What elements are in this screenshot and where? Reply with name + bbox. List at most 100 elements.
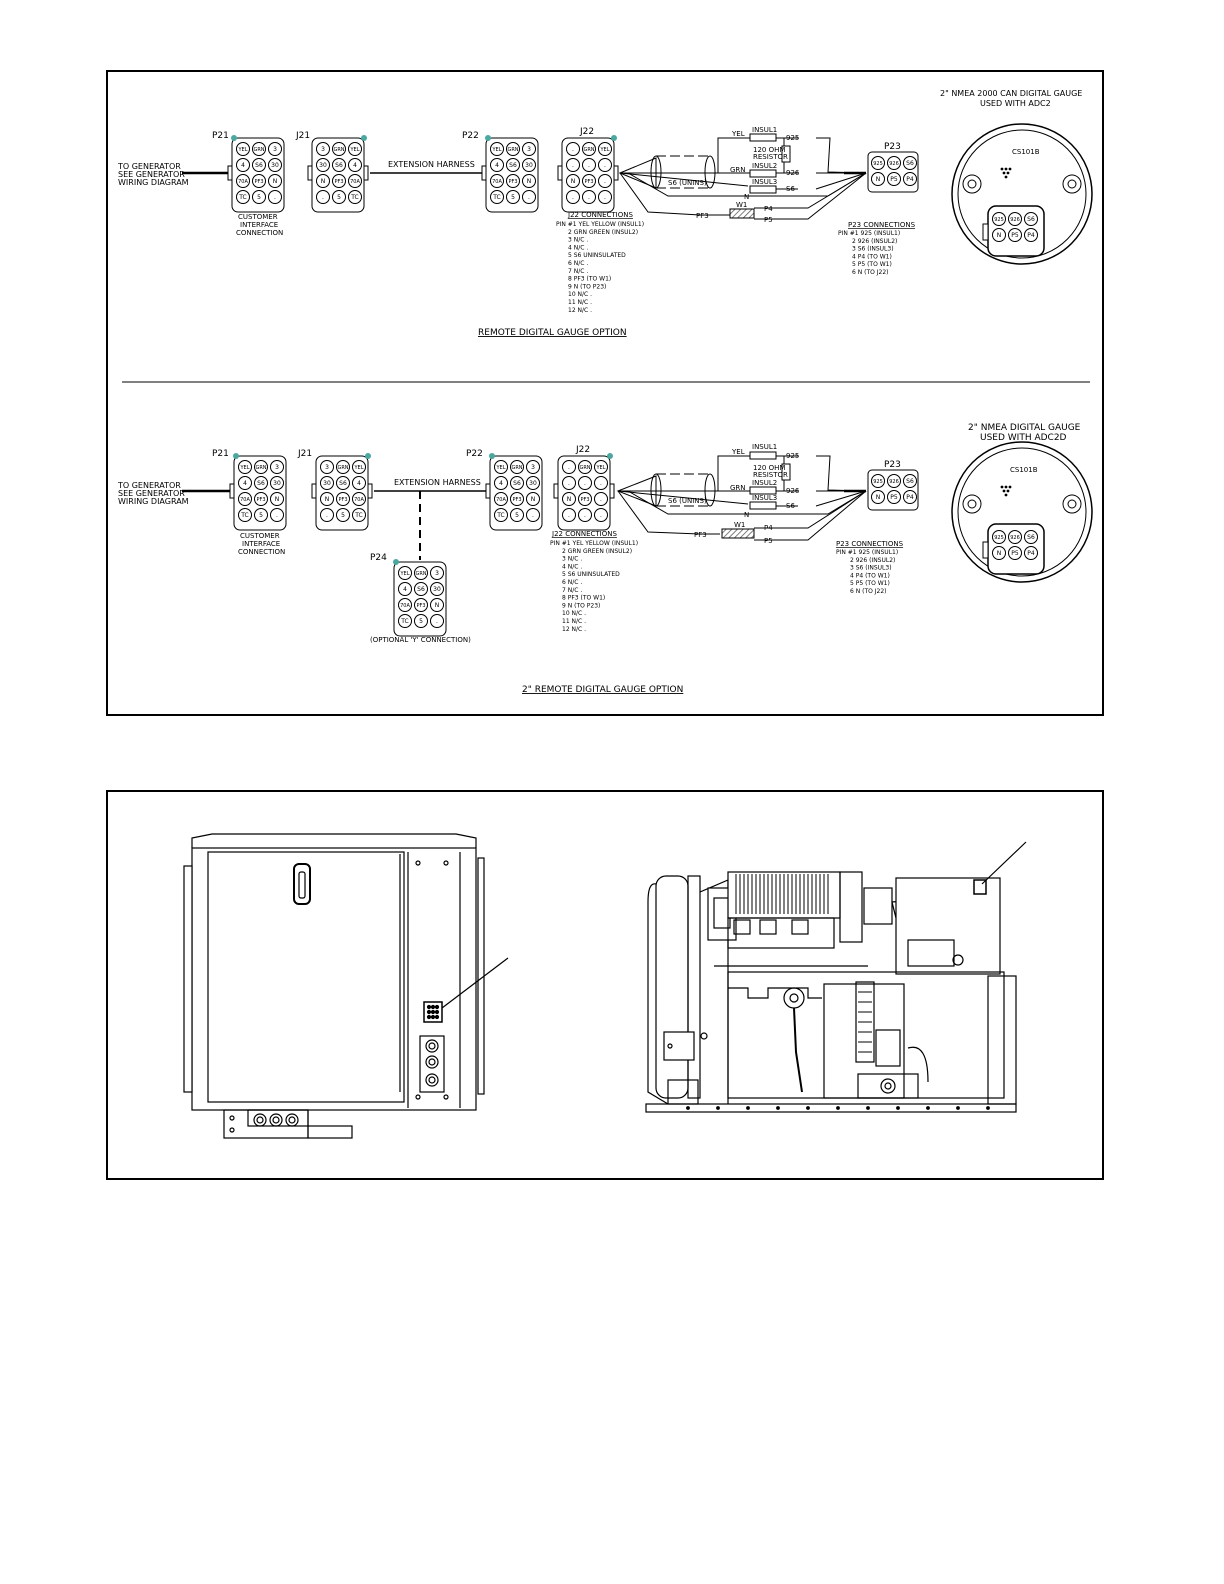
connector-pin — [352, 508, 366, 522]
connector-pin — [332, 142, 346, 156]
connector-pin — [526, 476, 540, 490]
connector-pin — [430, 582, 444, 596]
connector-pin — [594, 476, 608, 490]
connector-pin — [430, 566, 444, 580]
table-row: 2 926 (INSUL2) — [852, 238, 897, 245]
connector-pin — [332, 190, 346, 204]
connector-pin-label: . — [600, 512, 602, 519]
connector-pin-label: 926 — [1010, 535, 1020, 541]
connector-pin — [903, 474, 917, 488]
insul2-sleeve — [749, 169, 777, 178]
grn-b-label: GRN — [730, 484, 746, 492]
connector-pin — [992, 530, 1006, 544]
connector-pin — [522, 190, 536, 204]
connector-pin — [598, 174, 612, 188]
connector-pin-label: S6 — [255, 162, 263, 169]
connector-pin-label: S6 — [906, 478, 914, 485]
to-generator-b-line2: SEE GENERATOR — [118, 489, 185, 498]
connector-pin-label: 926 — [889, 479, 899, 485]
connector-pin-label: P4 — [906, 176, 914, 183]
connector-pin-label: . — [584, 512, 586, 519]
connector-pin-label: . — [572, 194, 574, 201]
connector-pin-label: 3 — [275, 464, 279, 471]
connector-pin-label: 3 — [325, 464, 329, 471]
j21-b-tab — [365, 453, 371, 459]
connector-pin-label: 70A — [238, 179, 248, 185]
s6-wire-label: S6 — [786, 185, 795, 193]
table-row: 8 PF3 (TO W1) — [568, 276, 611, 283]
connector-pin — [336, 476, 350, 490]
connector-pin-label: 925 — [873, 161, 883, 167]
connector-pin-label: YEL — [400, 571, 410, 577]
connector-pin — [398, 582, 412, 596]
connector-pin — [522, 142, 536, 156]
connector-pin — [236, 158, 250, 172]
table-row: 9 N (TO P23) — [568, 283, 606, 290]
j21-label: J21 — [295, 131, 310, 141]
connector-pin — [254, 492, 268, 506]
j22-b-table: PIN #1 YEL YELLOW (INSUL1)2 GRN GREEN (I… — [550, 540, 638, 633]
connector-pin — [490, 142, 504, 156]
connector-pin — [490, 190, 504, 204]
connector-pin — [494, 460, 508, 474]
connector-pin — [268, 174, 282, 188]
connector-pin — [562, 460, 576, 474]
connector-pin — [506, 158, 520, 172]
connector-pin — [903, 490, 917, 504]
connector-pin-label: S6 — [417, 586, 425, 593]
connector-pin-label: . — [604, 194, 606, 201]
grn-wire-label: GRN — [730, 166, 746, 174]
connector-pin — [494, 508, 508, 522]
table-row: PIN #1 YEL YELLOW (INSUL1) — [556, 221, 644, 228]
table-row: 3 S6 (INSUL3) — [850, 565, 892, 572]
connector-pin-label: 5 — [515, 512, 519, 519]
table-row: 6 N/C . — [562, 579, 582, 586]
connector-pin — [992, 228, 1006, 242]
connector-pin-label: GRN — [507, 147, 518, 153]
connector-pin-label: TC — [238, 194, 247, 201]
connector-pin — [510, 508, 524, 522]
gauge-a-title-line2: USED WITH ADC2 — [980, 99, 1051, 108]
cable-bundle — [618, 137, 828, 216]
connector-pin — [566, 142, 580, 156]
connector-pin — [598, 190, 612, 204]
connector-pin — [1024, 212, 1038, 226]
resistor-label-2: RESISTOR — [753, 153, 788, 161]
connector-pin — [252, 174, 266, 188]
yel-b-label: YEL — [731, 448, 745, 456]
connector-pin-label: P4 — [906, 494, 914, 501]
resistor-b-label-2: RESISTOR — [753, 471, 788, 479]
table-row: PIN #1 925 (INSUL1) — [838, 230, 900, 237]
connector-pin — [238, 492, 252, 506]
s6-b-label: S6 — [786, 502, 795, 510]
to-generator-label-line1: TO GENERATOR — [117, 162, 181, 171]
resistor-b-label-1: 120 OHM — [753, 464, 785, 472]
w925-b-label: 925 — [786, 452, 799, 460]
table-row: 11 N/C . — [562, 618, 586, 625]
connector-pin — [522, 158, 536, 172]
connector-pin — [562, 492, 576, 506]
connector-pin — [494, 492, 508, 506]
gauge-a-led-dots — [1000, 167, 1012, 179]
gauge-b-title-line2: USED WITH ADC2D — [980, 433, 1067, 443]
connector-pin-label: S6 — [509, 162, 517, 169]
table-row: 2 GRN GREEN (INSUL2) — [562, 548, 632, 555]
connector-pin — [398, 614, 412, 628]
connector-pin — [236, 142, 250, 156]
connector-pin — [332, 158, 346, 172]
p23-b-label: P23 — [884, 460, 901, 470]
connector-pin — [430, 598, 444, 612]
